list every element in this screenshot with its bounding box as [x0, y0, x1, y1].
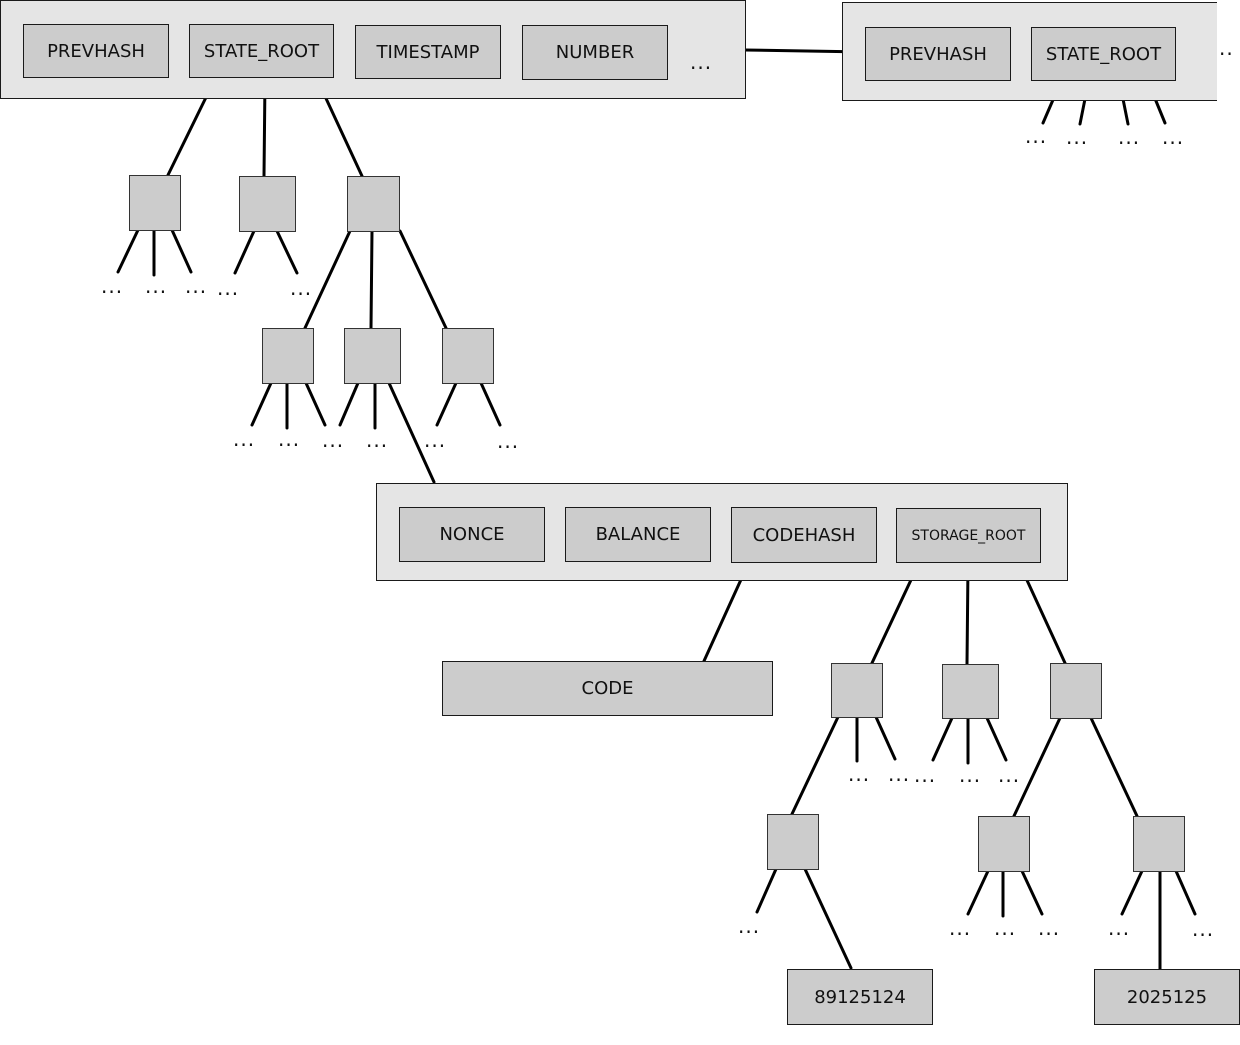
ellipsis: ... — [290, 276, 313, 300]
header-more-fields: ... — [690, 50, 713, 74]
ellipsis: ... — [1038, 916, 1061, 940]
storage-trie-node — [831, 663, 883, 718]
balance-field: BALANCE — [565, 507, 711, 562]
ellipsis: ... — [145, 274, 168, 298]
edge — [250, 381, 273, 427]
edge — [1120, 869, 1144, 916]
edge — [790, 715, 840, 816]
edge — [116, 228, 140, 274]
ellipsis: ... — [1162, 125, 1185, 149]
edge — [1012, 716, 1062, 818]
edge — [233, 229, 256, 275]
edge — [170, 228, 193, 274]
ellipsis: ... — [949, 916, 972, 940]
state-trie-node — [442, 328, 494, 384]
ellipsis: ... — [1118, 125, 1141, 149]
edge — [755, 867, 778, 914]
prevhash-field: PREVHASH — [23, 24, 169, 78]
edge — [1020, 869, 1044, 916]
edge — [870, 563, 920, 665]
timestamp-field: TIMESTAMP — [355, 25, 501, 79]
edge — [985, 716, 1008, 762]
ellipsis: ... — [185, 274, 208, 298]
edge — [931, 716, 954, 762]
edge — [275, 229, 299, 275]
ellipsis: ... — [1192, 917, 1215, 941]
code-box: CODE — [442, 661, 773, 716]
ellipsis: ... — [994, 916, 1017, 940]
edge — [965, 563, 970, 666]
ellipsis: ... — [914, 763, 937, 787]
ellipsis: ... — [998, 763, 1021, 787]
next-block-more-fields: .. — [1219, 36, 1234, 60]
edge — [304, 381, 327, 427]
edge — [338, 381, 360, 427]
next-state-root-field: STATE_ROOT — [1031, 27, 1176, 81]
edge — [435, 381, 458, 427]
storage-value: 2025125 — [1094, 969, 1240, 1025]
edge — [398, 229, 448, 330]
nonce-field: NONCE — [399, 507, 545, 562]
ellipsis: ... — [366, 428, 389, 452]
ellipsis: ... — [233, 427, 256, 451]
ellipsis: ... — [424, 428, 447, 452]
next-prevhash-field: PREVHASH — [865, 27, 1011, 81]
storage-trie-node — [1133, 816, 1185, 872]
ellipsis: ... — [497, 429, 520, 453]
ellipsis: ... — [217, 276, 240, 300]
state-trie-node — [262, 328, 314, 384]
state-root-field: STATE_ROOT — [189, 24, 334, 78]
storage-trie-node — [767, 814, 819, 870]
edge — [874, 715, 897, 761]
edge — [1018, 563, 1067, 665]
edge — [1174, 869, 1197, 916]
state-trie-node — [239, 176, 296, 232]
ellipsis: ... — [322, 428, 345, 452]
ellipsis: ... — [738, 914, 761, 938]
state-trie-node — [344, 328, 401, 384]
ellipsis: ... — [1108, 916, 1131, 940]
ellipsis: ... — [101, 274, 124, 298]
state-trie-node — [129, 175, 181, 231]
ellipsis: ... — [278, 427, 301, 451]
storage-trie-node — [978, 816, 1030, 872]
storage-trie-node — [1050, 663, 1102, 719]
codehash-field: CODEHASH — [731, 507, 877, 563]
storage-trie-node — [942, 664, 999, 719]
edge-to-account — [387, 381, 436, 484]
edge — [369, 229, 374, 330]
storage-root-field: STORAGE_ROOT — [896, 508, 1041, 563]
edge — [479, 381, 502, 427]
ellipsis: ... — [959, 763, 982, 787]
ellipsis: ... — [1025, 124, 1048, 148]
ellipsis: ... — [888, 762, 911, 786]
ellipsis: ... — [848, 762, 871, 786]
edge — [1089, 716, 1139, 818]
ellipsis: ... — [1066, 125, 1089, 149]
edge — [303, 229, 352, 330]
state-trie-node — [347, 176, 400, 232]
edge — [966, 869, 990, 916]
edge-to-value — [803, 867, 853, 970]
number-field: NUMBER — [522, 25, 668, 80]
storage-value: 89125124 — [787, 969, 933, 1025]
